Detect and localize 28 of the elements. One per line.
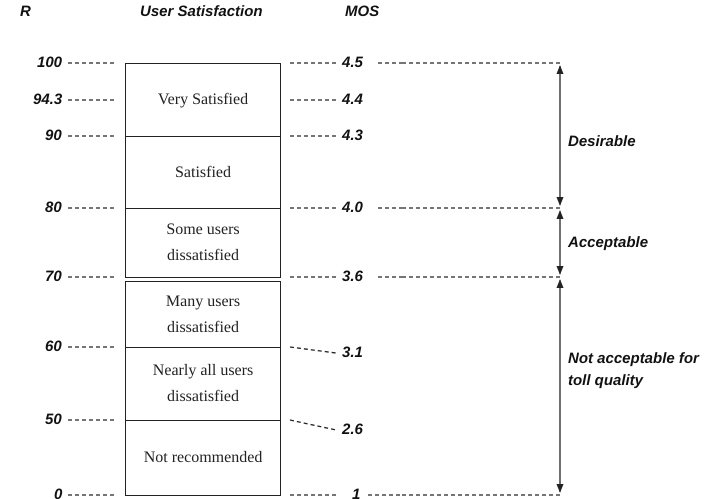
range-label: Desirable <box>568 133 636 151</box>
r-value: 70 <box>45 268 62 286</box>
column-header: User Satisfaction <box>140 3 263 21</box>
mos-value: 2.6 <box>342 421 363 439</box>
category-band: Satisfied <box>125 136 281 209</box>
category-band: Nearly all users dissatisfied <box>125 347 281 421</box>
mos-value: 3.6 <box>342 268 363 286</box>
mos-value: 4.4 <box>342 91 363 109</box>
mos-value: 3.1 <box>342 344 363 362</box>
r-value: 60 <box>45 338 62 356</box>
category-band: Not recommended <box>125 420 281 496</box>
mos-value: 4.3 <box>342 127 363 145</box>
r-value: 50 <box>45 411 62 429</box>
r-value: 90 <box>45 127 62 145</box>
mos-value: 4.5 <box>342 54 363 72</box>
mos-value: 1 <box>352 486 360 499</box>
range-label: Acceptable <box>568 234 648 252</box>
axis-title: MOS <box>345 3 380 21</box>
range-label: Not acceptable for toll quality <box>568 349 700 391</box>
r-value: 80 <box>45 199 62 217</box>
r-value: 0 <box>54 486 62 499</box>
mos-value: 4.0 <box>342 199 363 217</box>
category-band: Very Satisfied <box>125 63 281 137</box>
category-band: Some users dissatisfied <box>125 208 281 278</box>
r-value: 100 <box>37 54 62 72</box>
category-band: Many users dissatisfied <box>125 281 281 348</box>
r-value: 94.3 <box>33 91 62 109</box>
axis-title: R <box>20 3 31 21</box>
